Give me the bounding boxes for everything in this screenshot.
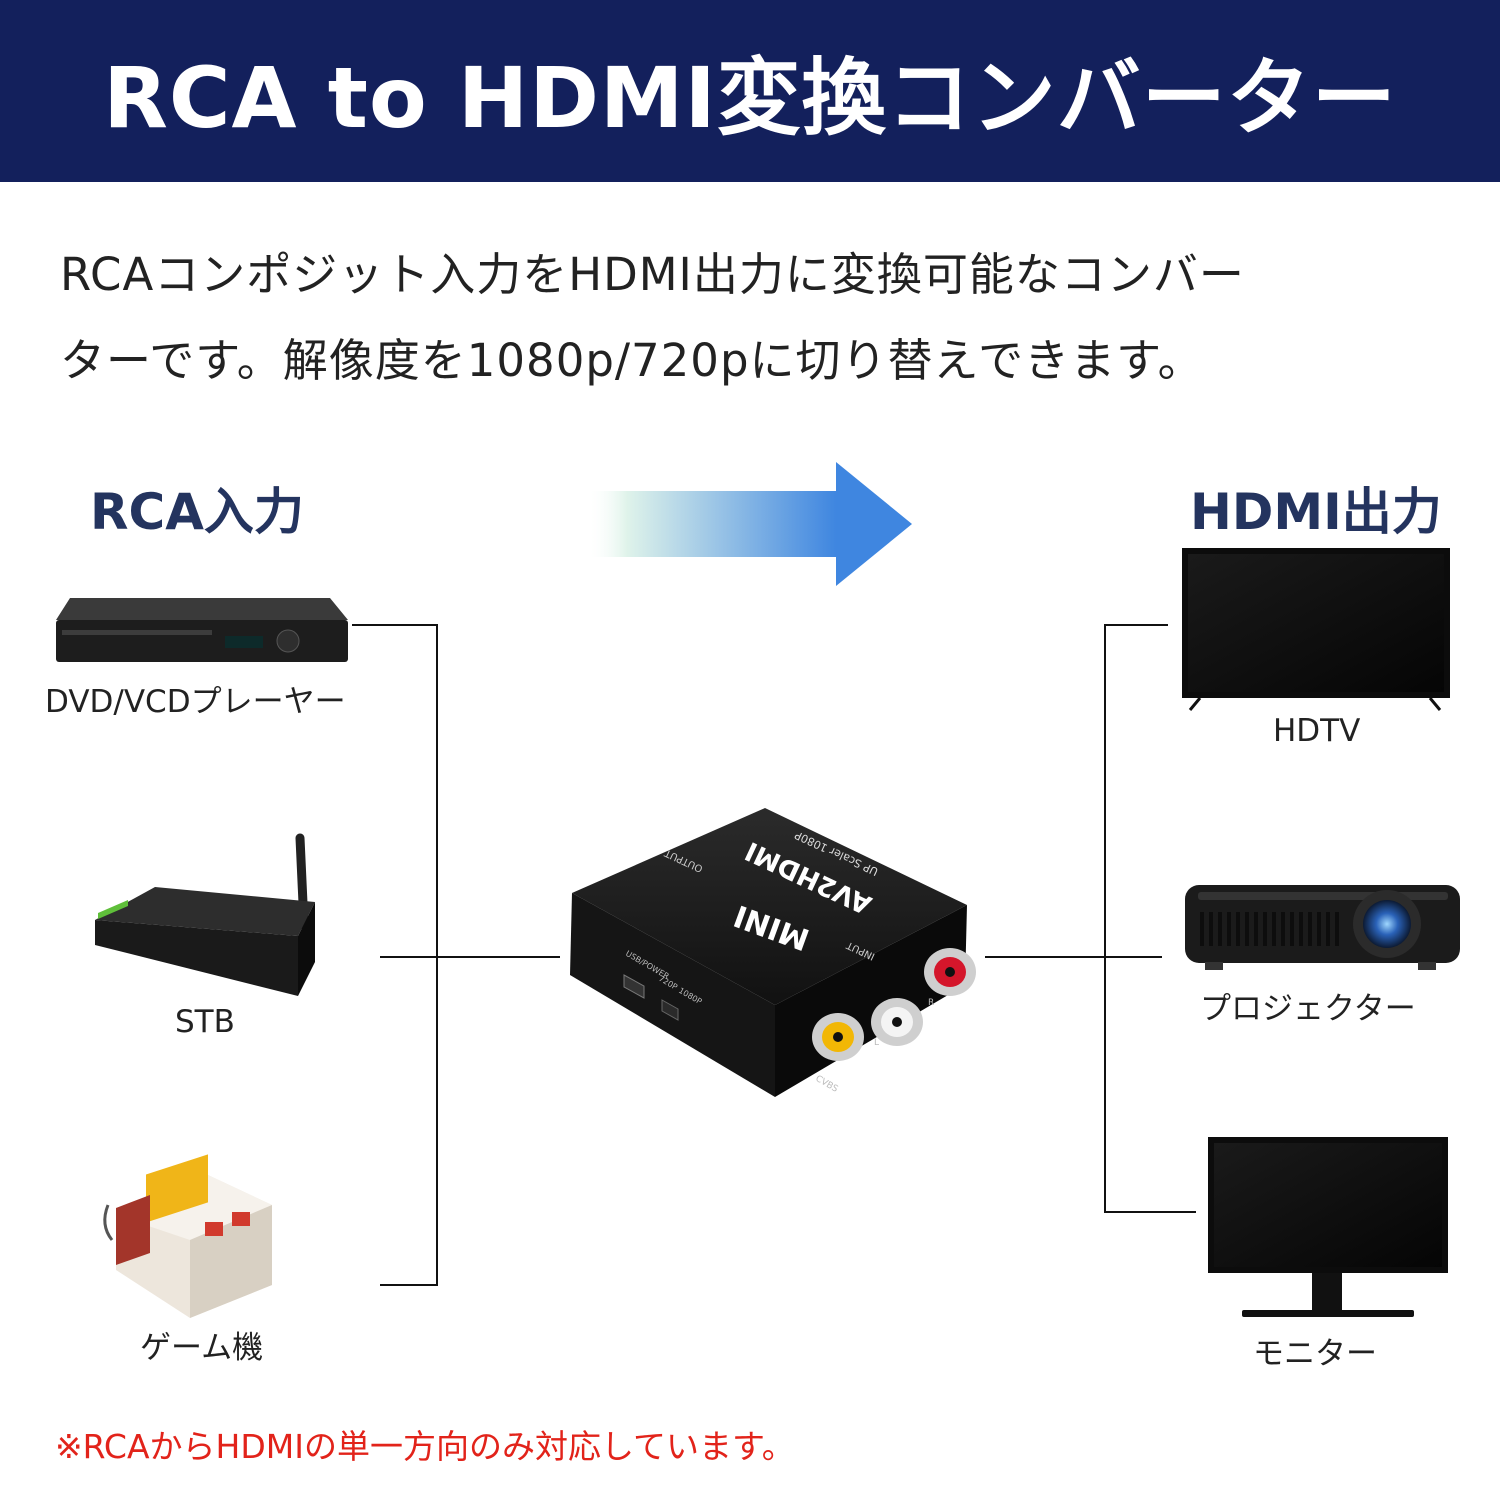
device-label-hdtv: HDTV (1273, 713, 1361, 749)
output-connector-lines (985, 624, 1196, 1213)
input-section-title: RCA入力 (90, 483, 304, 541)
device-label-monitor: モニター (1253, 1336, 1377, 1372)
dvd-player-icon (56, 598, 348, 662)
page-title: RCA to HDMI変換コンバーター (103, 48, 1397, 147)
device-label-dvd: DVD/VCDプレーヤー (45, 684, 346, 720)
output-section-title: HDMI出力 (1190, 483, 1442, 541)
description: RCAコンポジット入力をHDMI出力に変換可能なコンバー ターです。解像度を10… (60, 232, 1460, 404)
description-line-1: RCAコンポジット入力をHDMI出力に変換可能なコンバー (60, 248, 1245, 301)
resolution-switch-icon (661, 999, 679, 1021)
rca-jack-right-icon (924, 948, 976, 996)
direction-arrow-icon (590, 462, 912, 586)
set-top-box-icon (95, 833, 315, 996)
description-line-2: ターです。解像度を1080p/720pに切り替えできます。 (60, 334, 1204, 387)
rca-jack-left-icon (871, 998, 923, 1046)
tv-icon (1182, 548, 1450, 711)
input-connector-lines (352, 624, 560, 1286)
device-label-projector: プロジェクター (1200, 991, 1416, 1027)
usb-port-icon (623, 974, 645, 999)
game-console-icon (103, 1154, 272, 1318)
jack-label-cvbs: CVBS (814, 1074, 840, 1095)
projector-icon (1185, 885, 1460, 970)
footnote: ※RCAからHDMIの単一方向のみ対応しています。 (55, 1427, 795, 1466)
device-label-stb: STB (175, 1004, 235, 1040)
jack-label-r: R (928, 998, 934, 1008)
title-banner: RCA to HDMI変換コンバーター (0, 0, 1500, 182)
monitor-icon (1208, 1137, 1448, 1317)
jack-label-l: L (874, 1038, 879, 1048)
converter-device-icon: MINI AV2HDMI UP Scaler 1080P OUTPUT INPU… (570, 808, 976, 1097)
rca-jack-cvbs-icon (812, 1013, 864, 1061)
device-label-game-console: ゲーム機 (140, 1330, 264, 1366)
